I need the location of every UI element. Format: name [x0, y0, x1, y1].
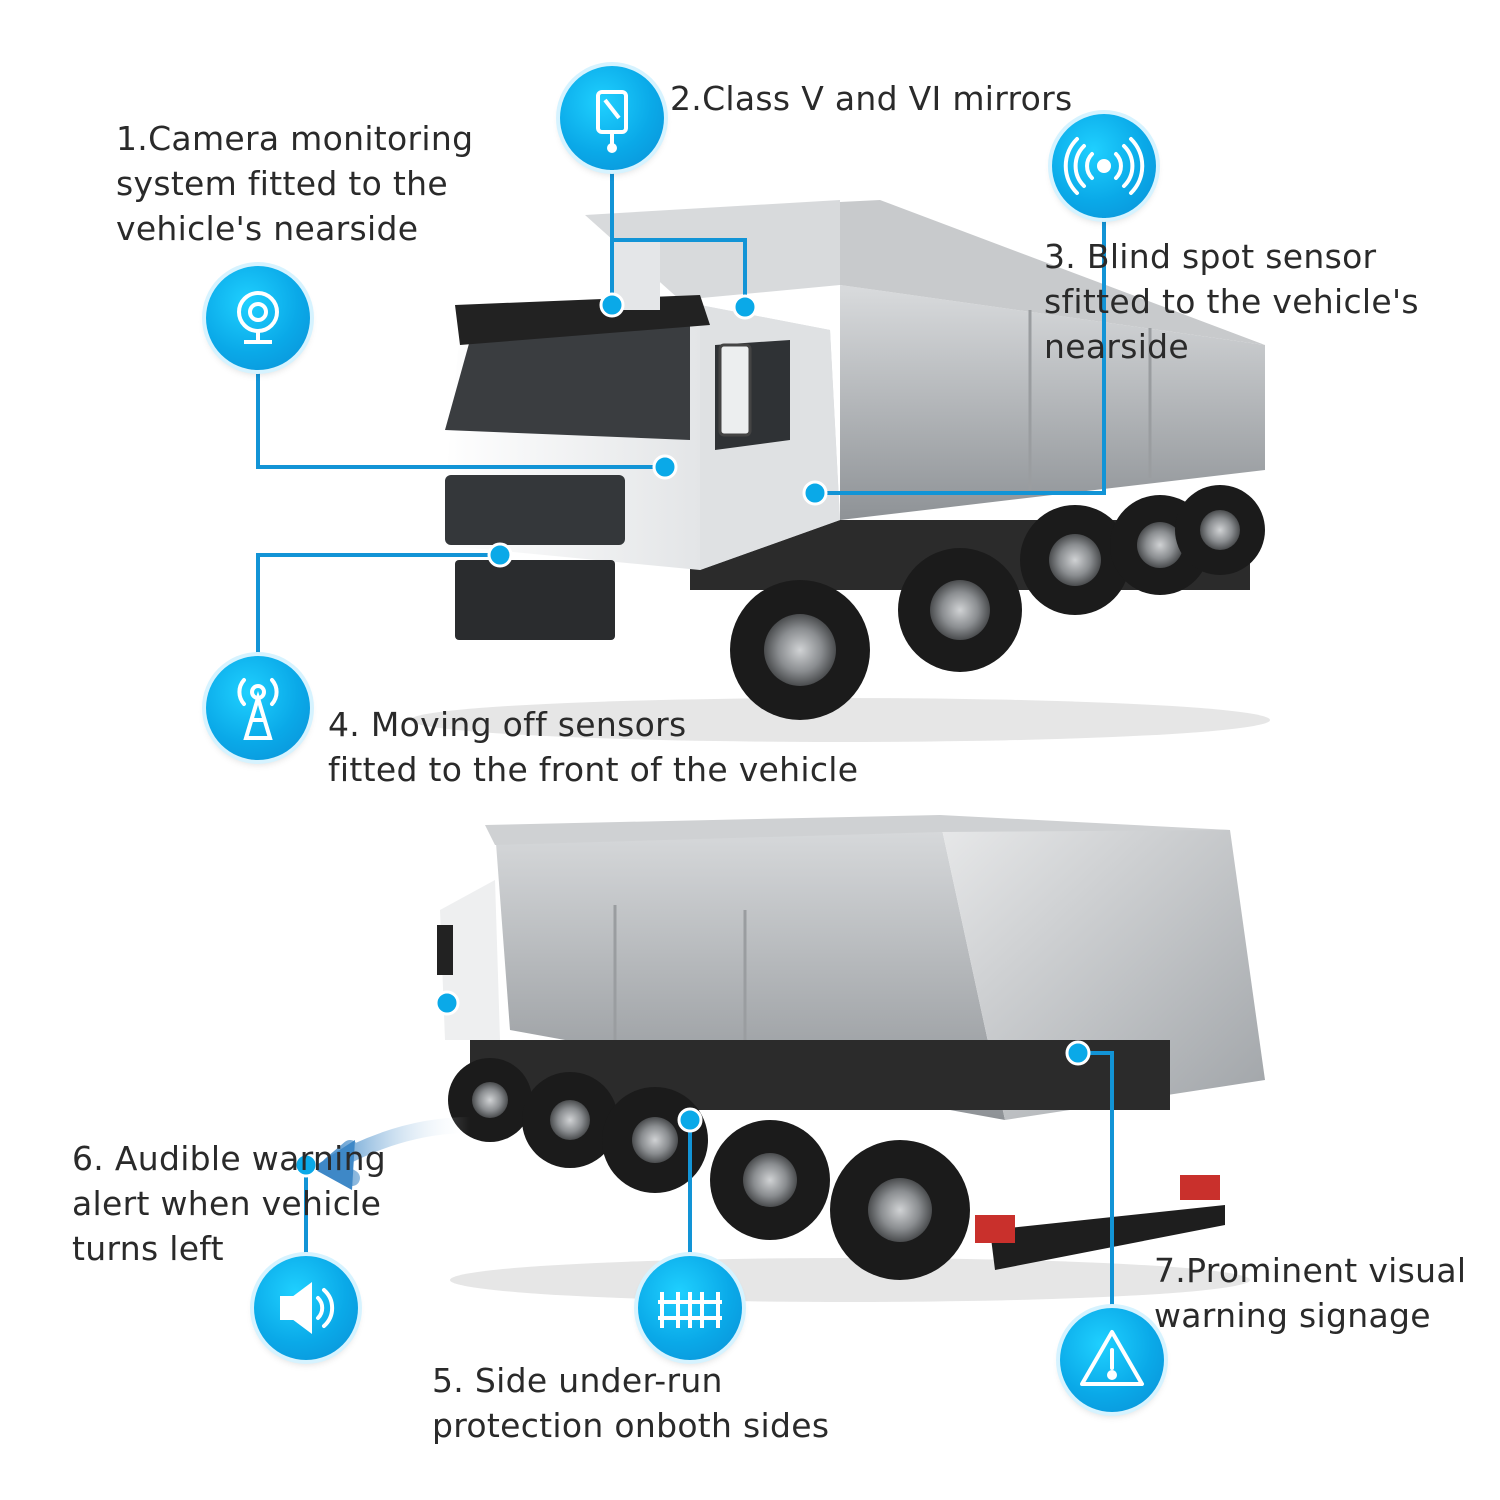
callout-blindspot-line-2: sfitted to the vehicle's — [1044, 282, 1419, 321]
tail-light-right — [1180, 1175, 1220, 1200]
callout-movingoff-line-2: fitted to the front of the vehicle — [328, 750, 859, 789]
tipper-front-wall — [585, 200, 840, 300]
connector-movingoff — [256, 553, 500, 655]
callout-audible-line-2: alert when vehicle — [72, 1184, 382, 1223]
anchor-dot-side — [434, 990, 460, 1016]
antenna-icon — [206, 656, 310, 760]
anchor-dot-blindspot — [802, 480, 828, 506]
tipper-body-side — [840, 285, 1265, 520]
connector-blindspot — [815, 215, 1106, 495]
ground-shadow — [410, 698, 1270, 742]
callout-mirrors-label: 2.Class V and VI mirrors — [670, 76, 1073, 121]
callout-camera-line-2: system fitted to the — [116, 164, 448, 203]
callout-blindspot-line-3: nearside — [1044, 327, 1190, 366]
connector-lines — [256, 165, 1114, 1308]
side-mirror — [718, 343, 752, 437]
anchor-dot-camera — [652, 454, 678, 480]
callout-movingoff-label: 4. Moving off sensors fitted to the fron… — [328, 702, 858, 792]
tail-light-left — [975, 1215, 1015, 1243]
anchor-dot-underrun — [677, 1107, 703, 1133]
callout-blindspot-label: 3. Blind spot sensor sfitted to the vehi… — [1044, 234, 1419, 369]
rear-bumper — [990, 1205, 1225, 1270]
callout-blindspot-line-1: 3. Blind spot sensor — [1044, 237, 1377, 276]
callout-camera-label: 1.Camera monitoring system fitted to the… — [116, 116, 473, 251]
callout-movingoff-line-1: 4. Moving off sensors — [328, 705, 687, 744]
turn-left-arrow-head — [312, 1140, 355, 1190]
webcam-icon — [206, 266, 310, 370]
ground-shadow — [450, 1258, 1250, 1302]
connector-camera — [256, 370, 665, 469]
callout-underrun-label: 5. Side under-run protection onboth side… — [432, 1358, 829, 1448]
windscreen — [445, 320, 690, 440]
anchor-dots — [293, 292, 1091, 1178]
callout-audible-line-1: 6. Audible warning — [72, 1139, 387, 1178]
fence-icon — [638, 1256, 742, 1360]
callout-camera-line-3: vehicle's nearside — [116, 209, 419, 248]
rear-view-truck — [437, 815, 1265, 1302]
callout-camera-line-1: 1.Camera monitoring — [116, 119, 474, 158]
tipper-top-rail — [485, 815, 1230, 845]
callout-underrun-line-2: protection onboth sides — [432, 1406, 830, 1445]
lower-grille — [455, 560, 615, 640]
callout-signage-line-2: warning signage — [1154, 1296, 1431, 1335]
front-truck-wheels — [730, 485, 1265, 720]
speaker-icon — [254, 1256, 358, 1360]
callout-signage-label: 7.Prominent visual warning signage — [1154, 1248, 1466, 1338]
rear-mirror — [437, 925, 453, 975]
callout-audible-line-3: turns left — [72, 1229, 224, 1268]
sensor-waves-icon — [1052, 114, 1156, 218]
connector-mirrors-branch — [612, 238, 747, 305]
anchor-dot-mirror-right — [732, 294, 758, 320]
callout-audible-label: 6. Audible warning alert when vehicle tu… — [72, 1136, 386, 1271]
callout-underrun-line-1: 5. Side under-run — [432, 1361, 723, 1400]
callout-mirrors-line-1: 2.Class V and VI mirrors — [670, 79, 1073, 118]
mirror-icon — [560, 66, 664, 170]
front-view-truck — [410, 200, 1270, 742]
anchor-dot-mirror-left — [599, 292, 625, 318]
anchor-dot-signage — [1065, 1040, 1091, 1066]
anchor-dot-movingoff — [487, 542, 513, 568]
warning-triangle-icon — [1060, 1308, 1164, 1412]
anchor-dot-audible — [293, 1152, 319, 1178]
front-grille — [445, 475, 625, 545]
callout-signage-line-1: 7.Prominent visual — [1154, 1251, 1467, 1290]
